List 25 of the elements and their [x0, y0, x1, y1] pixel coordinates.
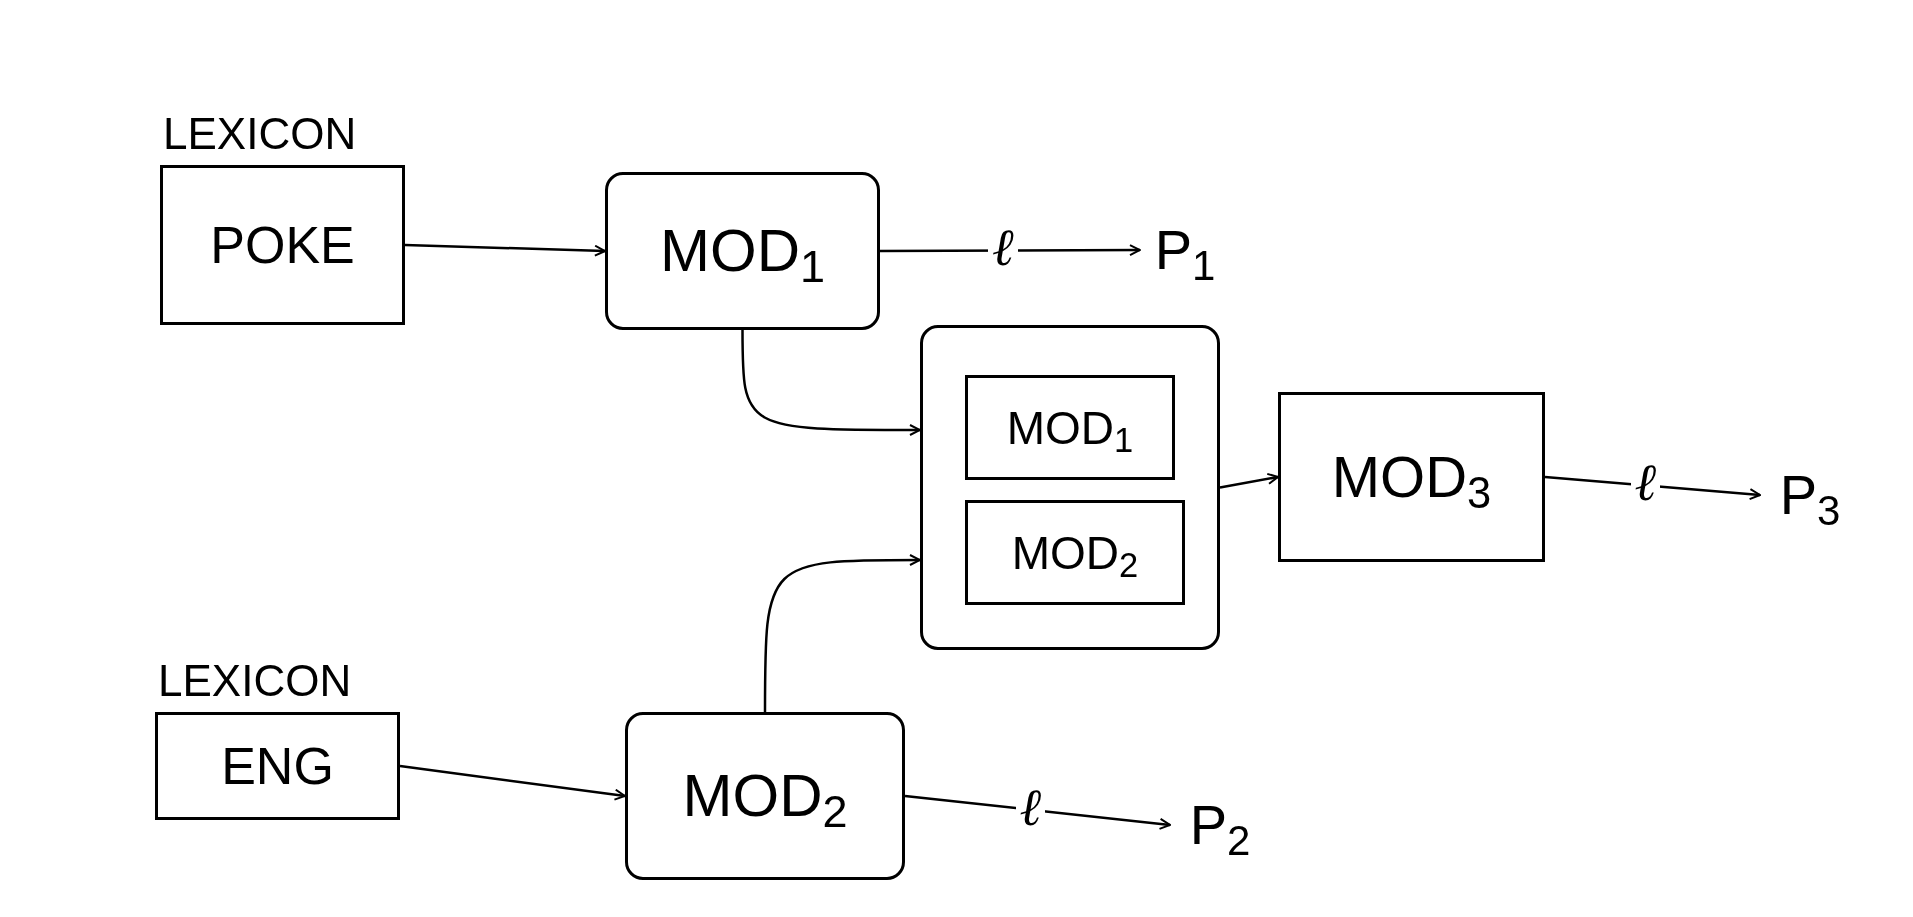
box-label: MOD$_{3}$ [1331, 448, 1492, 506]
module-box [625, 712, 905, 880]
box-label: ENG [221, 740, 334, 792]
box-label: MOD$_{2}$ [682, 766, 848, 826]
module-box [965, 500, 1185, 605]
arrow [763, 554, 921, 712]
box-heading: LEXICON [158, 659, 352, 703]
arrow [399, 764, 626, 801]
arrow [741, 330, 921, 436]
box-label: MOD$_{1}$ [1006, 404, 1134, 451]
box-heading: LEXICON [163, 112, 357, 156]
arrow [1219, 472, 1279, 489]
arrow [880, 244, 1141, 257]
box-label: MOD$_{1}$ [660, 221, 825, 281]
output-label: P$_{2}$ [1189, 797, 1251, 853]
output-label: P$_{1}$ [1154, 222, 1216, 278]
arrow [904, 794, 1171, 830]
module-box [605, 172, 880, 330]
box-label: POKE [210, 219, 355, 271]
box-label: MOD$_{2}$ [1011, 529, 1139, 576]
module-box [965, 375, 1175, 480]
arrow [404, 243, 606, 257]
group-box [920, 325, 1220, 650]
module-box [1278, 392, 1545, 562]
output-label: P$_{3}$ [1779, 467, 1841, 523]
